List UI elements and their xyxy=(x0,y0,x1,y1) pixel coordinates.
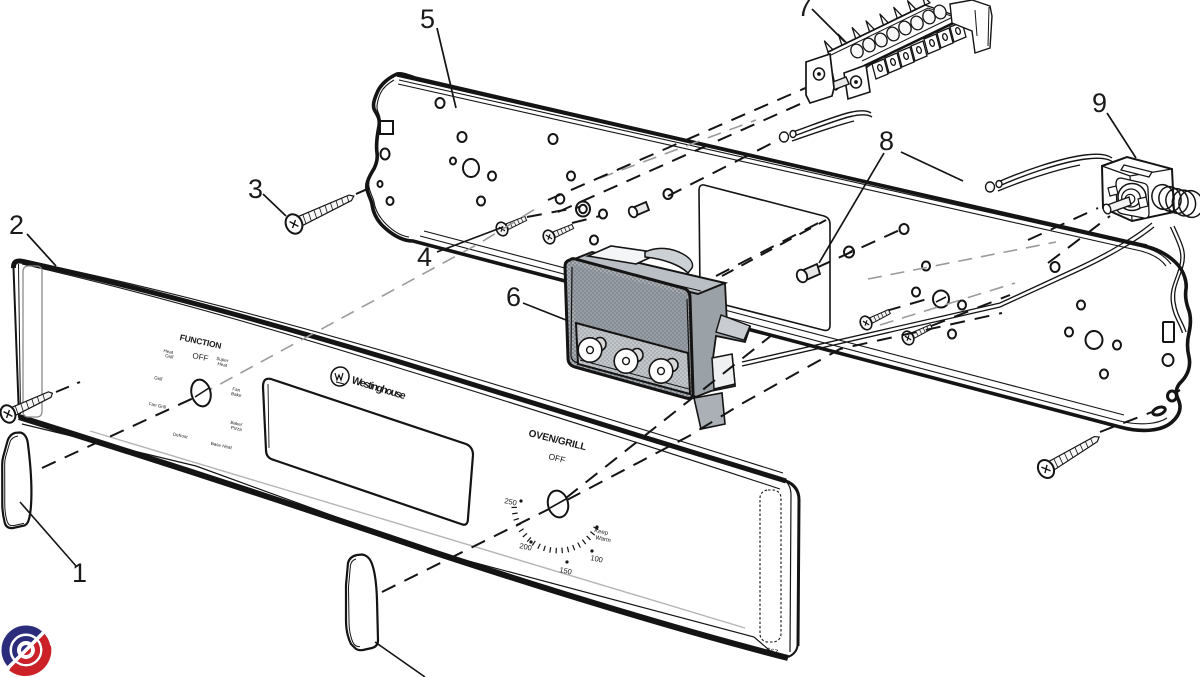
svg-text:Heat: Heat xyxy=(217,361,228,368)
svg-text:150: 150 xyxy=(559,565,573,576)
svg-text:8: 8 xyxy=(879,126,894,156)
svg-text:200: 200 xyxy=(519,541,533,552)
svg-text:OFF: OFF xyxy=(192,351,210,363)
svg-text:Grill: Grill xyxy=(154,375,163,382)
svg-text:4: 4 xyxy=(417,242,432,272)
svg-text:9: 9 xyxy=(1092,88,1107,118)
svg-text:7: 7 xyxy=(797,0,812,22)
svg-text:250: 250 xyxy=(504,496,518,507)
svg-text:Pizza: Pizza xyxy=(230,425,242,432)
svg-text:667: 667 xyxy=(766,647,779,657)
svg-text:2: 2 xyxy=(9,210,24,240)
svg-text:Fan: Fan xyxy=(232,386,241,393)
svg-text:Base Heat: Base Heat xyxy=(210,441,233,451)
svg-text:Keep: Keep xyxy=(594,528,610,537)
svg-text:Heat: Heat xyxy=(163,348,174,355)
svg-text:Warm: Warm xyxy=(595,535,612,544)
svg-text:3: 3 xyxy=(248,174,263,204)
svg-text:1: 1 xyxy=(72,558,87,588)
svg-text:5: 5 xyxy=(420,4,435,34)
svg-text:Bake: Bake xyxy=(231,391,243,398)
svg-text:Defrost: Defrost xyxy=(173,432,189,440)
svg-text:Bake/: Bake/ xyxy=(230,420,243,427)
svg-text:Super: Super xyxy=(216,356,229,364)
svg-text:6: 6 xyxy=(506,282,521,312)
svg-text:100: 100 xyxy=(590,553,604,564)
svg-text:Grill: Grill xyxy=(165,353,174,360)
svg-text:OFF: OFF xyxy=(548,451,567,465)
svg-text:Fan Grill: Fan Grill xyxy=(148,401,166,409)
